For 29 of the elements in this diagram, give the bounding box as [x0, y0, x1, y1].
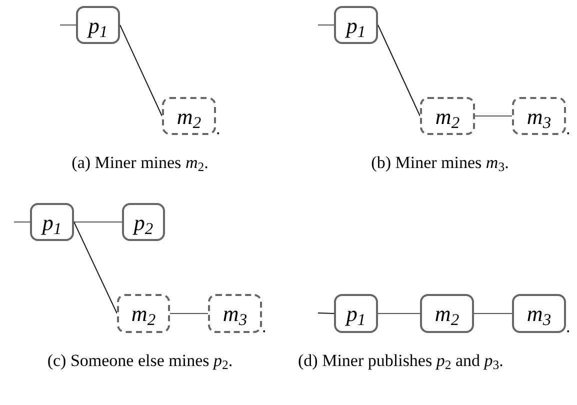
- block-box: m$_{3}$: [512, 97, 566, 135]
- caption-text: .: [566, 316, 572, 338]
- caption-text: .: [216, 118, 222, 140]
- block-box: p$_{2}$: [122, 203, 165, 241]
- block-box: m$_{3}$: [512, 294, 566, 333]
- connector-line: [378, 313, 420, 314]
- block-box: m$_{2}$: [420, 294, 474, 333]
- connector-line: [474, 313, 512, 314]
- caption-text: (a) Miner mines m$_{2}$.: [70, 152, 210, 174]
- caption-text: .: [566, 118, 572, 140]
- block-box: p$_{1}$: [30, 203, 74, 241]
- connector-line: [170, 313, 208, 314]
- block-box: p$_{1}$: [334, 6, 378, 44]
- block-box: m$_{3}$: [208, 294, 262, 333]
- connector-line: [74, 222, 118, 314]
- block-box: p$_{1}$: [334, 294, 378, 333]
- block-box: m$_{2}$: [162, 97, 216, 135]
- caption-text: (d) Miner publishes p$_{2}$ and p$_{3}$.: [298, 350, 504, 372]
- connector-line: [318, 24, 334, 26]
- connector-line: [120, 24, 162, 116]
- connector-line: [378, 24, 420, 116]
- block-box: p$_{1}$: [76, 6, 120, 44]
- connector-line: [60, 24, 76, 26]
- caption-text: (c) Someone else mines p$_{2}$.: [46, 350, 234, 372]
- caption-text: .: [262, 316, 268, 338]
- block-box: m$_{2}$: [420, 97, 475, 135]
- caption-text: (b) Miner mines m$_{3}$.: [370, 152, 510, 174]
- block-box: m$_{2}$: [117, 294, 170, 333]
- connector-line: [318, 312, 334, 314]
